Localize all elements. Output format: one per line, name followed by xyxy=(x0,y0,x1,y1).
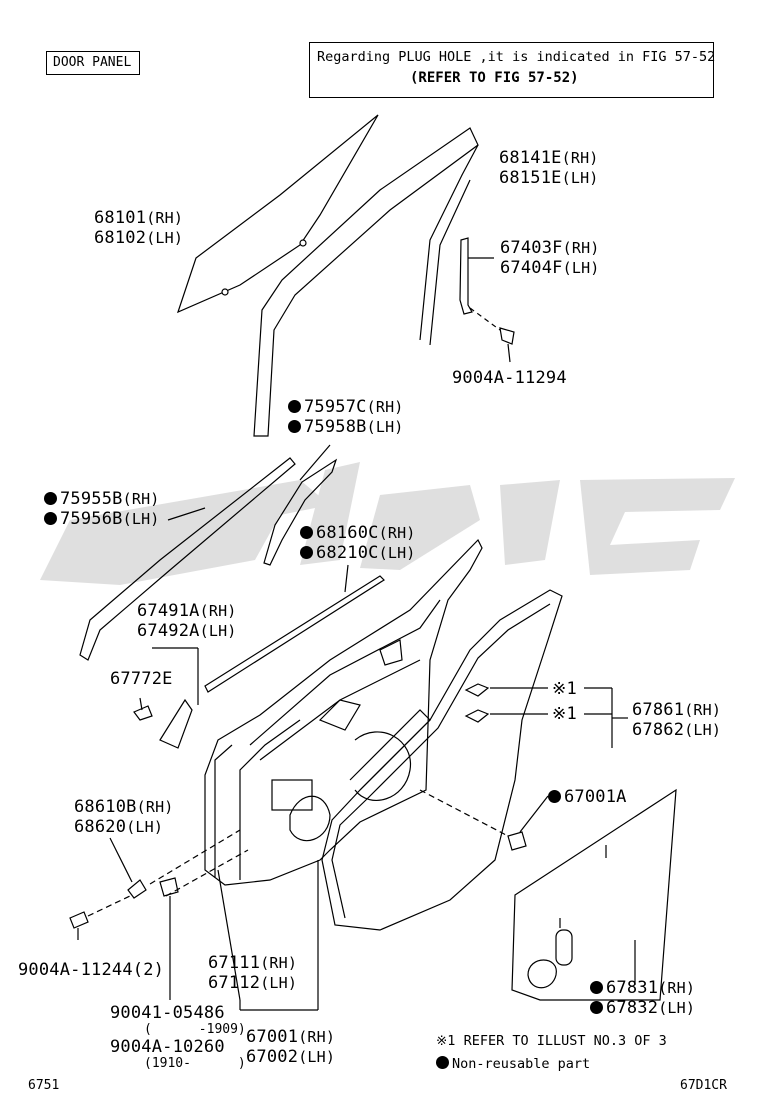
label-68102: 68102(LH) xyxy=(94,228,184,248)
note-line-2: (REFER TO FIG 57-52) xyxy=(410,70,579,86)
non-reusable-icon xyxy=(300,546,313,559)
label-ref-1b: ※1 xyxy=(552,704,577,724)
door-weatherstrip xyxy=(321,589,563,931)
label-9004A-11294: 9004A-11294 xyxy=(452,368,567,388)
label-68210C: 68210C(LH) xyxy=(300,543,416,563)
label-67111: 67111(RH) xyxy=(208,953,298,973)
label-75957C: 75957C(RH) xyxy=(288,397,404,417)
label-9004A-11244: 9004A-11244(2) xyxy=(18,960,165,980)
legend-refer-note: ※1 REFER TO ILLUST NO.3 OF 3 xyxy=(436,1033,667,1049)
non-reusable-icon xyxy=(288,400,301,413)
non-reusable-icon xyxy=(44,512,57,525)
non-reusable-icon xyxy=(548,790,561,803)
label-68610B: 68610B(RH) xyxy=(74,797,174,817)
legend-non-reusable: Non-reusable part xyxy=(436,1056,590,1072)
label-67862: 67862(LH) xyxy=(632,720,722,740)
label-67404F: 67404F(LH) xyxy=(500,258,600,278)
section-tag-box: DOOR PANEL xyxy=(46,51,140,75)
glass-run xyxy=(253,127,479,437)
label-68151E: 68151E(LH) xyxy=(499,168,599,188)
label-75958B: 75958B(LH) xyxy=(288,417,404,437)
label-67491A: 67491A(RH) xyxy=(137,601,237,621)
label-67831: 67831(RH) xyxy=(590,978,695,998)
label-75955B: 75955B(RH) xyxy=(44,489,160,509)
note-box: Regarding PLUG HOLE ,it is indicated in … xyxy=(309,42,716,98)
label-90041-range: ( -1909) xyxy=(144,1022,246,1037)
note-line-1: Regarding PLUG HOLE ,it is indicated in … xyxy=(317,49,716,65)
label-67002: 67002(LH) xyxy=(246,1047,336,1067)
non-reusable-icon xyxy=(590,1001,603,1014)
non-reusable-icon xyxy=(288,420,301,433)
label-90041-05486: 90041-05486 xyxy=(110,1003,225,1023)
label-75956B: 75956B(LH) xyxy=(44,509,160,529)
watermark xyxy=(40,462,735,585)
label-68160C: 68160C(RH) xyxy=(300,523,416,543)
label-67001A: 67001A xyxy=(548,787,627,807)
division-bar xyxy=(459,237,473,315)
non-reusable-icon xyxy=(44,492,57,505)
door-glass xyxy=(177,114,379,314)
section-tag: DOOR PANEL xyxy=(53,55,132,70)
belt-moulding xyxy=(79,457,296,661)
service-hole-cover xyxy=(511,788,677,1001)
label-67001: 67001(RH) xyxy=(246,1027,336,1047)
door-panel xyxy=(204,538,483,886)
label-ref-1a: ※1 xyxy=(552,679,577,699)
label-67112: 67112(LH) xyxy=(208,973,298,993)
non-reusable-icon xyxy=(590,981,603,994)
non-reusable-icon xyxy=(300,526,313,539)
label-67861: 67861(RH) xyxy=(632,700,722,720)
label-9004A-range: (1910- ) xyxy=(144,1056,246,1071)
label-9004A-10260: 9004A-10260 xyxy=(110,1037,225,1057)
label-67832: 67832(LH) xyxy=(590,998,695,1018)
non-reusable-icon xyxy=(436,1056,449,1069)
label-67403F: 67403F(RH) xyxy=(500,238,600,258)
label-68101: 68101(RH) xyxy=(94,208,184,228)
label-67492A: 67492A(LH) xyxy=(137,621,237,641)
figure-code: 67D1CR xyxy=(680,1078,727,1093)
label-68620: 68620(LH) xyxy=(74,817,164,837)
label-68141E: 68141E(RH) xyxy=(499,148,599,168)
page-code: 6751 xyxy=(28,1078,60,1093)
label-67772E: 67772E xyxy=(110,669,173,689)
